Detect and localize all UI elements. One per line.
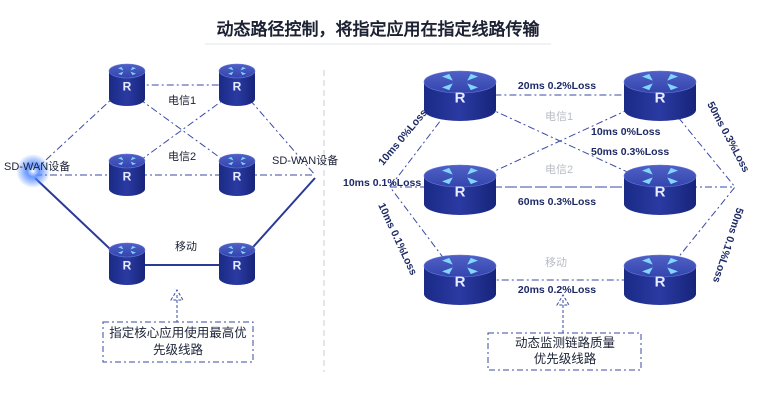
- faded-mobile-label: 移动: [545, 256, 567, 269]
- router-top: [108, 153, 146, 169]
- priority-note-line1: 指定核心应用使用最高优: [109, 325, 247, 340]
- routers-layer: R R R R R R R R R R R R: [108, 63, 697, 305]
- router-left-bottom-b: R: [218, 242, 256, 285]
- router-top: [108, 63, 146, 79]
- router-body: [219, 161, 255, 196]
- router-right-bottom-a: R: [423, 254, 497, 305]
- router-top: [108, 242, 146, 258]
- metric-cross-2: 50ms 0.3%Loss: [591, 146, 669, 158]
- router-left-top-b: R: [218, 63, 256, 106]
- metric-mid: 60ms 0.3%Loss: [518, 196, 596, 208]
- link-mobile-label: 移动: [175, 240, 197, 253]
- left-diagram: SD-WAN设备 SD-WAN设备 电信1 电信2 移动 指定核心应用使用最高优…: [4, 84, 338, 363]
- router-glyph: R: [655, 274, 666, 291]
- metric-top: 20ms 0.2%Loss: [518, 80, 596, 92]
- router-right-mid-b: R: [623, 164, 697, 215]
- link-telecom2-label: 电信2: [168, 150, 196, 163]
- metric-bottom: 20ms 0.2%Loss: [518, 284, 596, 296]
- router-glyph: R: [455, 90, 466, 107]
- router-glyph: R: [655, 90, 666, 107]
- metric-upper-left: 10ms 0%Loss: [376, 107, 430, 168]
- router-glyph: R: [455, 274, 466, 291]
- router-top: [623, 70, 697, 94]
- router-top: [623, 254, 697, 278]
- router-right-mid-a: R: [423, 164, 497, 215]
- page-title: 动态路径控制，将指定应用在指定线路传输: [217, 19, 541, 39]
- router-glyph: R: [123, 79, 132, 93]
- router-left-bottom-a: R: [108, 242, 146, 285]
- router-body: [219, 250, 255, 285]
- router-left-top-a: R: [108, 63, 146, 106]
- router-body: [219, 71, 255, 106]
- router-glyph: R: [123, 169, 132, 183]
- sdwan-right-label: SD-WAN设备: [272, 153, 338, 167]
- metric-lower-right: 50ms 0.1%Loss: [710, 206, 746, 284]
- metric-mid-left: 10ms 0.1%Loss: [343, 177, 421, 189]
- router-left-mid-a: R: [108, 153, 146, 196]
- router-glyph: R: [233, 258, 242, 272]
- router-body: [109, 71, 145, 106]
- router-right-bottom-b: R: [623, 254, 697, 305]
- monitor-arrow-head: [556, 294, 570, 306]
- router-right-top-b: R: [623, 70, 697, 121]
- router-glyph: R: [123, 258, 132, 272]
- faded-telecom2-label: 电信2: [545, 163, 573, 176]
- link-telecom1-path: [34, 84, 316, 176]
- link-mobile-path: [34, 177, 316, 266]
- sdwan-device-glow: [16, 154, 50, 188]
- priority-note-box: [102, 321, 254, 363]
- sdwan-left-label: SD-WAN设备: [4, 159, 70, 173]
- metric-lower-left: 10ms 0.1%Loss: [375, 201, 419, 277]
- router-top: [218, 63, 256, 79]
- note-arrow-head: [170, 289, 184, 301]
- router-top: [423, 254, 497, 278]
- monitor-note-line1: 动态监测链路质量: [515, 335, 615, 350]
- router-top: [218, 153, 256, 169]
- router-body: [109, 161, 145, 196]
- router-glyph: R: [233, 79, 242, 93]
- router-glyph: R: [655, 184, 666, 201]
- link-telecom1-label: 电信1: [168, 94, 196, 107]
- monitor-note-box: [487, 332, 642, 371]
- metric-upper-right: 50ms 0.3%Loss: [704, 100, 751, 175]
- faded-telecom1-label: 电信1: [545, 110, 573, 123]
- router-top: [423, 70, 497, 94]
- metric-cross-1: 10ms 0%Loss: [591, 126, 661, 138]
- monitor-note-line2: 优先级线路: [534, 351, 597, 366]
- router-body: [109, 250, 145, 285]
- router-left-mid-b: R: [218, 153, 256, 196]
- router-right-top-a: R: [423, 70, 497, 121]
- router-top: [218, 242, 256, 258]
- right-diagram: 电信1 电信2 移动 20ms 0.2%Loss 10ms 0%Loss 10m…: [343, 80, 752, 371]
- priority-note-line2: 先级线路: [153, 342, 204, 357]
- router-glyph: R: [455, 184, 466, 201]
- router-top: [423, 164, 497, 188]
- router-glyph: R: [233, 169, 242, 183]
- router-top: [623, 164, 697, 188]
